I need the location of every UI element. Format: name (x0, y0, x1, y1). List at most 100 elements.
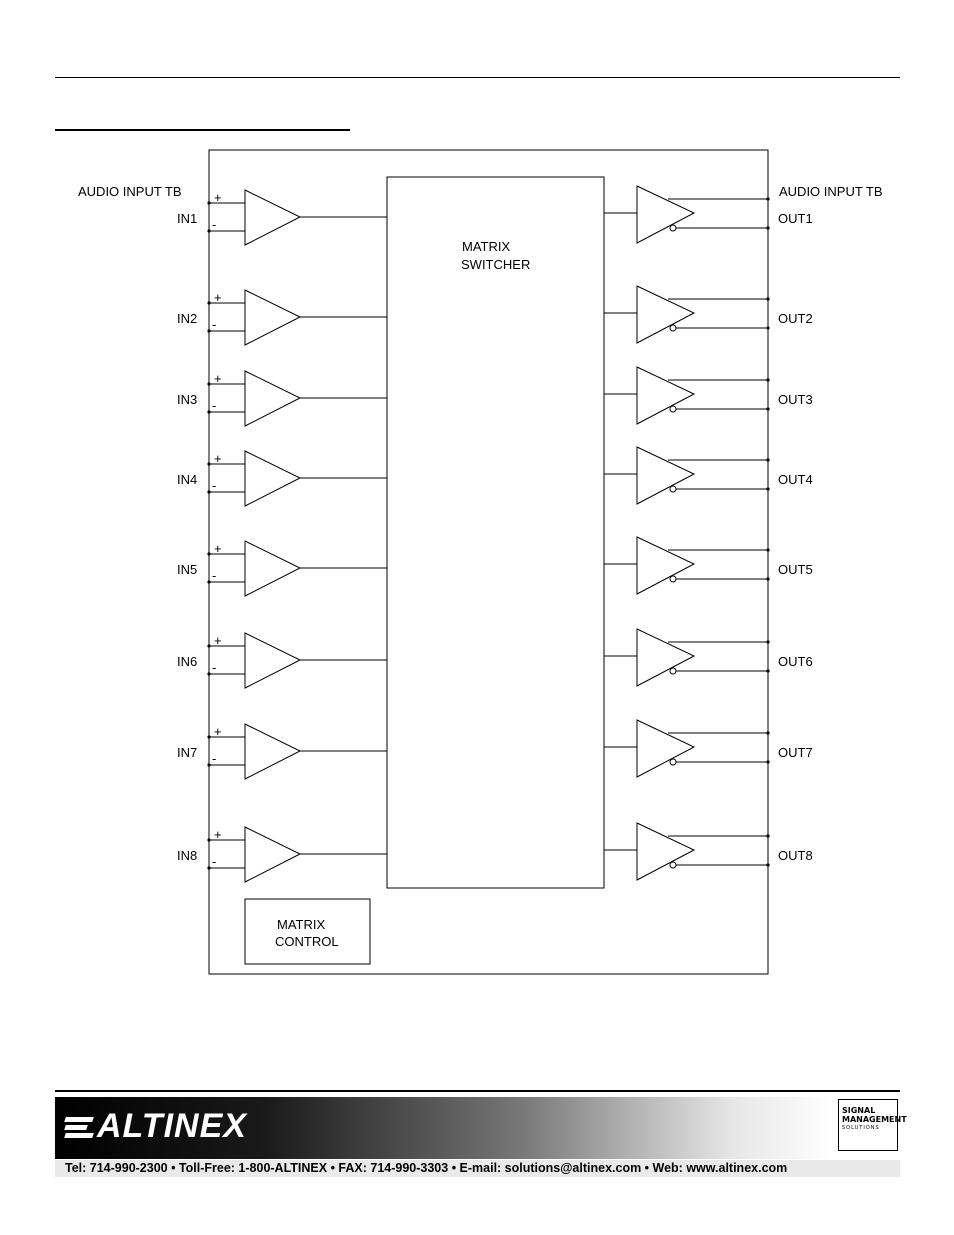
logo-bars-icon (64, 1114, 95, 1140)
input-amplifier-3 (244, 370, 302, 427)
output-label-2: OUT2 (778, 311, 813, 326)
plus-sign: + (214, 827, 222, 842)
output-label-8: OUT8 (778, 848, 813, 863)
contact-info: Tel: 714-990-2300 • Toll-Free: 1-800-ALT… (55, 1160, 900, 1177)
inverting-bubble (669, 575, 677, 583)
inverting-bubble (669, 861, 677, 869)
inverting-bubble (669, 485, 677, 493)
terminal-dot (766, 760, 770, 764)
minus-sign: - (212, 568, 216, 583)
inverting-bubble (669, 324, 677, 332)
plus-sign: + (214, 190, 222, 205)
footer-rule (55, 1090, 900, 1092)
input-label-5: IN5 (177, 562, 197, 577)
terminal-dot (207, 490, 211, 494)
terminal-dot (766, 669, 770, 673)
terminal-dot (207, 644, 211, 648)
input-label-3: IN3 (177, 392, 197, 407)
inverting-bubble (669, 224, 677, 232)
output-header: AUDIO INPUT TB (779, 184, 883, 199)
input-label-1: IN1 (177, 211, 197, 226)
plus-sign: + (214, 290, 222, 305)
output-label-4: OUT4 (778, 472, 813, 487)
terminal-dot (207, 866, 211, 870)
output-label-3: OUT3 (778, 392, 813, 407)
terminal-dot (766, 378, 770, 382)
terminal-dot (207, 763, 211, 767)
minus-sign: - (212, 751, 216, 766)
terminal-dot (766, 731, 770, 735)
terminal-dot (766, 487, 770, 491)
minus-sign: - (212, 478, 216, 493)
terminal-dot (766, 834, 770, 838)
terminal-dot (207, 552, 211, 556)
matrix-switcher-label-2: SWITCHER (461, 257, 530, 272)
terminal-dot (207, 735, 211, 739)
input-amplifier-6 (244, 632, 302, 689)
diagram-frame (208, 149, 769, 975)
terminal-dot (207, 462, 211, 466)
terminal-dot (207, 838, 211, 842)
badge-line-1: SIGNAL (842, 1106, 876, 1115)
plus-sign: + (214, 633, 222, 648)
output-driver-5 (636, 536, 696, 595)
input-header: AUDIO INPUT TB (78, 184, 182, 199)
brand-name: ALTINEX (97, 1107, 247, 1145)
minus-sign: - (212, 660, 216, 675)
output-driver-7 (636, 719, 696, 778)
input-amplifier-5 (244, 540, 302, 597)
input-amplifier-7 (244, 723, 302, 780)
output-label-7: OUT7 (778, 745, 813, 760)
matrix-switcher-label-1: MATRIX (462, 239, 510, 254)
terminal-dot (207, 301, 211, 305)
terminal-dot (207, 410, 211, 414)
minus-sign: - (212, 317, 216, 332)
badge-line-2: MANAGEMENT (842, 1115, 907, 1124)
terminal-dot (766, 548, 770, 552)
terminal-dot (207, 382, 211, 386)
terminal-dot (766, 407, 770, 411)
inverting-bubble (669, 405, 677, 413)
terminal-dot (766, 640, 770, 644)
plus-sign: + (214, 451, 222, 466)
plus-sign: + (214, 724, 222, 739)
signal-management-badge: SIGNAL MANAGEMENT SOLUTIONS (838, 1099, 907, 1151)
input-label-8: IN8 (177, 848, 197, 863)
plus-sign: + (214, 541, 222, 556)
minus-sign: - (212, 854, 216, 869)
output-driver-8 (636, 822, 696, 881)
terminal-dot (207, 229, 211, 233)
input-label-2: IN2 (177, 311, 197, 326)
output-label-5: OUT5 (778, 562, 813, 577)
minus-sign: - (212, 217, 216, 232)
terminal-dot (766, 197, 770, 201)
output-driver-4 (636, 446, 696, 505)
terminal-dot (207, 201, 211, 205)
input-amplifier-8 (244, 826, 302, 883)
badge-line-3: SOLUTIONS (842, 1125, 880, 1131)
matrix-switcher-block (386, 176, 605, 889)
terminal-dot (766, 326, 770, 330)
inverting-bubble (669, 667, 677, 675)
header-rule (55, 77, 900, 78)
output-label-1: OUT1 (778, 211, 813, 226)
input-label-6: IN6 (177, 654, 197, 669)
output-label-6: OUT6 (778, 654, 813, 669)
matrix-control-label-2: CONTROL (275, 934, 339, 949)
plus-sign: + (214, 371, 222, 386)
brand-banner: ALTINEX SIGNAL MANAGEMENT SOLUTIONS (55, 1097, 907, 1159)
terminal-dot (766, 297, 770, 301)
terminal-dot (766, 226, 770, 230)
input-amplifier-4 (244, 450, 302, 507)
heading-underline (55, 129, 350, 131)
minus-sign: - (212, 398, 216, 413)
terminal-dot (766, 577, 770, 581)
terminal-dot (766, 458, 770, 462)
altinex-logo: ALTINEX (64, 1107, 247, 1146)
output-driver-6 (636, 628, 696, 687)
input-label-4: IN4 (177, 472, 197, 487)
matrix-control-block (244, 898, 371, 965)
terminal-dot (766, 863, 770, 867)
matrix-control-label-1: MATRIX (277, 917, 325, 932)
